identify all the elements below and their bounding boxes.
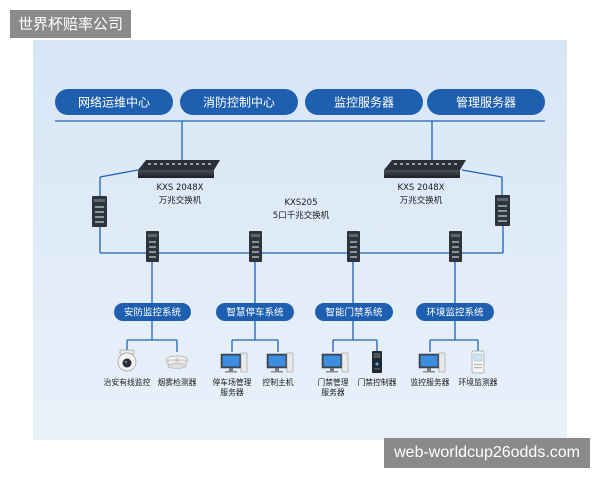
core-switch xyxy=(138,160,220,178)
monitor-server-icon xyxy=(321,352,349,373)
device-label-line: 服务器 xyxy=(321,387,345,397)
device-label-line: 服务器 xyxy=(220,387,244,397)
monitor-server-icon xyxy=(220,352,248,373)
top-system-label: 监控服务器 xyxy=(334,95,394,110)
watermark-bottom: web-worldcup26odds.com xyxy=(384,438,590,468)
env-monitor-icon xyxy=(471,350,485,374)
top-system-label: 网络运维中心 xyxy=(78,95,150,110)
subsystem-box: 环境监控系统 xyxy=(416,303,494,321)
side-switch xyxy=(495,195,510,226)
access-controller-icon xyxy=(372,351,382,373)
device-label: 监控服务器 xyxy=(411,377,450,387)
access-switch xyxy=(249,231,262,262)
device-label: 停车场管理服务器 xyxy=(213,377,252,397)
top-system-label: 消防控制中心 xyxy=(203,95,275,110)
device-label: 控制主机 xyxy=(262,377,293,387)
subsystem-box: 安防监控系统 xyxy=(114,303,191,321)
device-labels: 治安有线监控 烟雾检测器 停车场管理服务器 控制主机 门禁管理服务器 门禁控制器… xyxy=(104,377,498,397)
access-switch-desc: 5口千兆交换机 xyxy=(273,210,330,221)
device-label: 门禁管理服务器 xyxy=(317,377,348,397)
access-switch-model: KXS205 xyxy=(284,198,317,208)
top-system-box: 消防控制中心 xyxy=(180,89,298,115)
device-label-line: 停车场管理 xyxy=(213,377,252,387)
watermark-top: 世界杯赔率公司 xyxy=(10,10,132,38)
connection-lines xyxy=(55,120,545,352)
top-system-box: 管理服务器 xyxy=(427,89,545,115)
top-system-box: 网络运维中心 xyxy=(55,89,173,115)
top-system-box: 监控服务器 xyxy=(305,89,423,115)
top-system-label: 管理服务器 xyxy=(456,95,516,110)
subsystem-box: 智能门禁系统 xyxy=(315,303,393,321)
device-label: 烟雾检测器 xyxy=(158,377,197,387)
monitor-server-icon xyxy=(418,352,446,373)
access-switch xyxy=(347,231,360,262)
device-label-line: 门禁管理 xyxy=(317,377,348,387)
subsystem-label: 环境监控系统 xyxy=(426,307,484,319)
subsystem-label: 智慧停车系统 xyxy=(226,307,284,319)
access-switch xyxy=(449,231,462,262)
monitor-host-icon xyxy=(266,352,294,373)
dome-camera-icon xyxy=(117,349,137,372)
core-switch xyxy=(384,160,466,178)
subsystem-label: 智能门禁系统 xyxy=(325,307,383,319)
side-switch xyxy=(92,196,107,227)
core-switch-model: KXS 2048X xyxy=(398,183,445,193)
top-system-row: 网络运维中心 消防控制中心 监控服务器 管理服务器 xyxy=(55,89,545,115)
device-label: 治安有线监控 xyxy=(104,377,151,387)
device-label: 环境监测器 xyxy=(459,377,498,387)
access-switch xyxy=(146,231,159,262)
subsystem-label: 安防监控系统 xyxy=(124,307,182,319)
device-label: 门禁控制器 xyxy=(358,377,397,387)
smoke-detector-icon xyxy=(165,355,189,369)
core-switch-model: KXS 2048X xyxy=(157,183,204,193)
subsystem-box: 智慧停车系统 xyxy=(216,303,294,321)
core-switch-desc: 万兆交换机 xyxy=(400,195,443,206)
core-switch-desc: 万兆交换机 xyxy=(159,195,202,206)
